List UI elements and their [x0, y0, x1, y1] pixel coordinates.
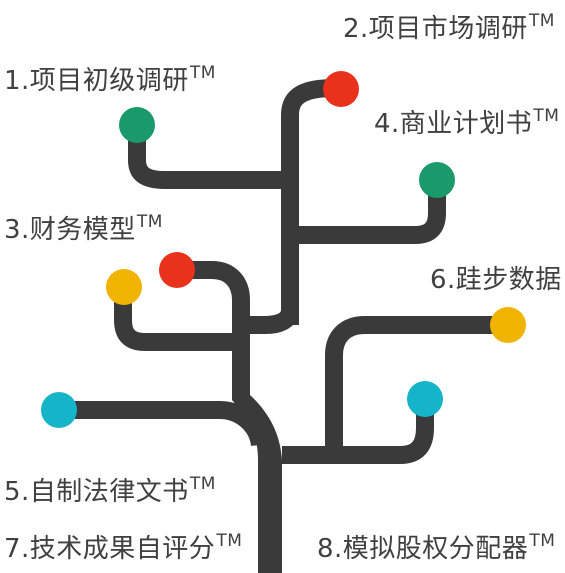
label-text: 6.跬步数据 [430, 265, 562, 295]
branch-red-mid [178, 261, 250, 325]
label-tech-self-evaluation: 7.技术成果自评分TM [4, 526, 242, 564]
trademark-mark: TM [136, 212, 163, 232]
label-text: 3.财务模型 [4, 215, 136, 245]
trademark-mark: TM [189, 474, 216, 494]
branch-mid-join [241, 308, 299, 334]
trademark-mark: TM [533, 106, 560, 126]
node-red-mid [159, 252, 195, 288]
label-legal-documents: 5.自制法律文书TM [4, 469, 216, 507]
branch-teal-left [60, 401, 269, 447]
trademark-mark: TM [529, 531, 556, 551]
node-green-left [119, 107, 155, 143]
branch-green-left [128, 125, 290, 189]
node-yellow-left [106, 269, 142, 305]
node-green-right [419, 162, 455, 198]
label-project-market-research: 2.项目市场调研TM [343, 6, 555, 44]
node-red-top [323, 71, 359, 107]
trademark-mark: TM [189, 63, 216, 83]
node-yellow-right [490, 307, 526, 343]
branch-yellow-left [114, 287, 241, 351]
node-teal-right [407, 381, 443, 417]
trademark-mark: TM [216, 531, 243, 551]
label-business-plan: 4.商业计划书TM [374, 101, 559, 139]
label-text: 4.商业计划书 [374, 109, 533, 139]
label-equity-allocator: 8.模拟股权分配器TM [317, 526, 555, 564]
label-text: 1.项目初级调研 [4, 66, 189, 96]
branch-teal-right [282, 400, 434, 464]
node-teal-left [41, 392, 77, 428]
label-kuibu-data: 6.跬步数据 [430, 257, 563, 295]
tree-trunk [232, 320, 282, 573]
label-text: 7.技术成果自评分 [4, 534, 216, 564]
branch-yellow-right [325, 316, 508, 455]
branch-top [281, 79, 336, 325]
label-text: 5.自制法律文书 [4, 477, 189, 507]
label-text: 8.模拟股权分配器 [317, 534, 529, 564]
trademark-mark: TM [528, 11, 555, 31]
label-project-initial-research: 1.项目初级调研TM [4, 58, 216, 96]
label-financial-model: 3.财务模型TM [4, 207, 163, 245]
label-text: 2.项目市场调研 [343, 14, 528, 44]
branch-green-right [290, 180, 446, 244]
